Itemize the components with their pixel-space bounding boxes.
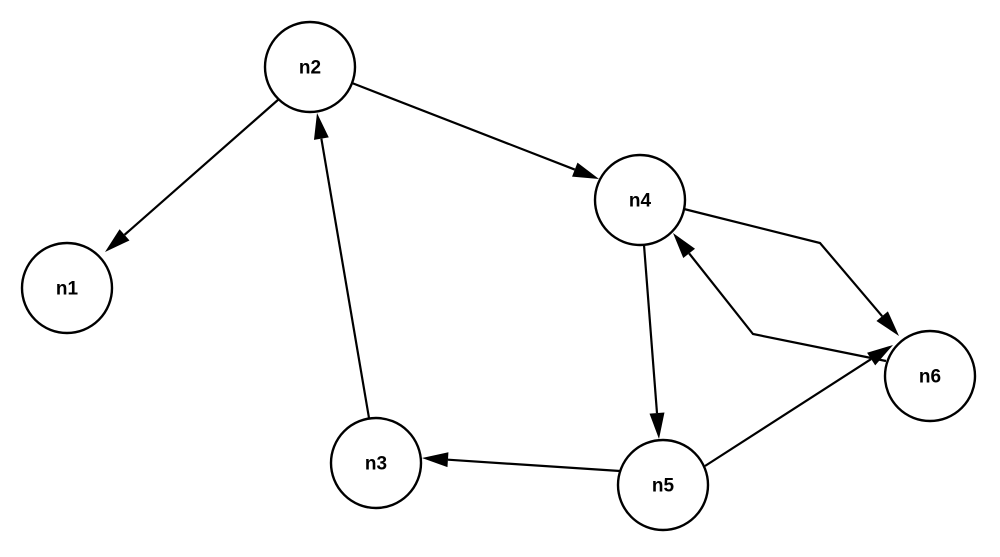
edge-line [351,81,576,171]
graph-node-n4[interactable]: n4 [593,153,687,247]
node-circle[interactable] [593,153,687,247]
arrowhead-icon [867,345,893,366]
edge-n2-to-n1 [105,98,280,252]
graph-node-n1[interactable]: n1 [20,241,114,335]
graph-node-n3[interactable]: n3 [329,416,423,510]
nodes-layer: n1 n2 n3 n4 n5 n6 [20,20,977,532]
arrowhead-icon [422,452,449,468]
arrowhead-icon [876,311,899,336]
edge-n2-to-n4 [351,81,599,179]
edge-line [704,358,872,467]
edge-line [642,244,659,414]
graph-node-n2[interactable]: n2 [263,20,357,114]
arrowhead-icon [649,412,665,439]
edges-layer [105,81,899,473]
edge-n3-to-n2 [313,113,371,419]
edge-line [320,138,371,419]
arrowhead-icon [313,113,329,140]
edge-n4-to-n5 [642,244,665,439]
arrowhead-icon [673,233,696,259]
edge-n6-to-n4 [673,233,887,363]
edge-n5-to-n6 [704,345,893,467]
node-circle[interactable] [329,416,423,510]
node-circle[interactable] [263,20,357,114]
node-circle[interactable] [883,329,977,423]
graph-node-n6[interactable]: n6 [883,329,977,423]
edge-line [123,98,280,236]
edge-n4-to-n6 [683,207,899,336]
edge-n5-to-n3 [422,452,621,473]
arrowhead-icon [105,229,130,252]
node-circle[interactable] [616,438,710,532]
edge-line [683,207,884,317]
node-circle[interactable] [20,241,114,335]
edge-line [447,458,621,473]
arrowhead-icon [572,162,599,179]
graph-node-n5[interactable]: n5 [616,438,710,532]
edge-line [688,252,887,363]
